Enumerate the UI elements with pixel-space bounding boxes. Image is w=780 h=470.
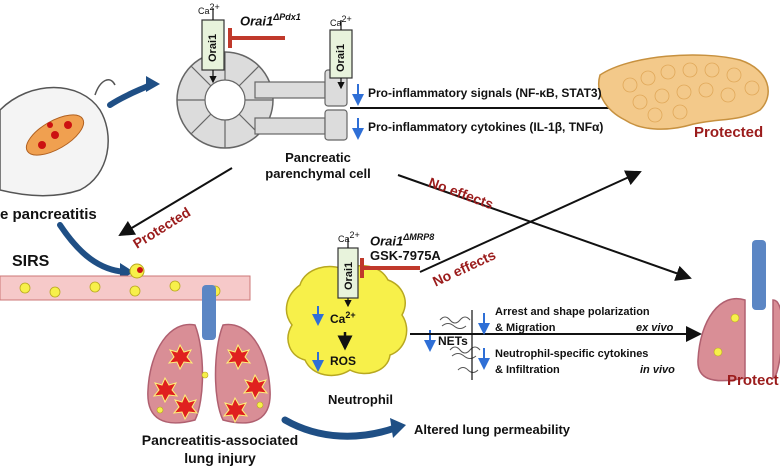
arrest-label-line1: Arrest and shape polarization bbox=[495, 306, 650, 318]
arrest-label-line2: & Migration bbox=[495, 322, 556, 334]
protected-label-pancreas: Protected bbox=[694, 124, 764, 141]
acinar-cell-cluster bbox=[176, 51, 274, 149]
in-vivo-label: in vivo bbox=[640, 364, 675, 376]
ca-ion-label-duct: Ca2+ bbox=[330, 14, 352, 28]
ca-label-neutrophil: Ca2+ bbox=[330, 310, 356, 326]
lung-injury-label-line1: Pancreatitis-associated bbox=[141, 432, 299, 448]
mouse-illustration bbox=[0, 79, 116, 197]
parenchymal-line2: parenchymal cell bbox=[265, 166, 371, 181]
orai1-pdx1-label: Orai1ΔPdx1 bbox=[240, 12, 301, 29]
inhibition-marker-pdx1 bbox=[228, 28, 285, 48]
pancreas-organ bbox=[598, 54, 769, 130]
lungs-protected bbox=[697, 240, 780, 382]
neutrophil-label: Neutrophil bbox=[328, 392, 393, 407]
lung-injury-label-line2: lung injury bbox=[184, 450, 256, 466]
gsk-label: GSK-7975A bbox=[370, 248, 441, 263]
protected-label-lung: Protect bbox=[727, 372, 779, 389]
arrow-protected-left bbox=[118, 167, 233, 237]
parenchymal-line1: Pancreatic bbox=[285, 150, 351, 165]
sirs-label: SIRS bbox=[12, 253, 50, 270]
arrow-no-effects-1 bbox=[397, 174, 692, 281]
arrow-no-effects-2 bbox=[419, 170, 642, 273]
neutrophil-cell bbox=[285, 264, 408, 377]
ros-label: ROS bbox=[330, 354, 357, 368]
swoosh-arrow-to-sirs bbox=[57, 222, 128, 275]
nets-strands bbox=[439, 316, 481, 373]
orai1-channel-neutrophil bbox=[337, 238, 359, 308]
ex-vivo-label: ex vivo bbox=[636, 322, 674, 334]
cyto-label-line1: Neutrophil-specific cytokines bbox=[495, 348, 649, 360]
pancreatitis-label: e pancreatitis bbox=[0, 206, 97, 223]
orai1-channel-top bbox=[201, 8, 225, 84]
orai1-box-label-duct: Orai1 bbox=[335, 43, 347, 72]
orai1-box-label-top: Orai1 bbox=[207, 33, 219, 62]
orai1-box-label-neutrophil: Orai1 bbox=[343, 261, 355, 290]
pro-signals-label: Pro-inflammatory signals (NF-κB, STAT3) bbox=[368, 86, 602, 100]
lungs-injured bbox=[147, 285, 271, 424]
swoosh-arrow-permeability bbox=[281, 416, 399, 440]
cyto-label-line2: & Infiltration bbox=[495, 364, 560, 376]
inhibition-marker-mrp8 bbox=[360, 258, 420, 278]
ca-ion-label-neutrophil: Ca2+ bbox=[338, 230, 360, 244]
orai1-channel-duct bbox=[329, 20, 353, 90]
nets-label: NETs bbox=[438, 334, 468, 348]
pro-cytokines-label: Pro-inflammatory cytokines (IL-1β, TNFα) bbox=[368, 120, 604, 134]
parenchymal-duct bbox=[254, 69, 348, 141]
orai1-mrp8-label: Orai1ΔMRP8 bbox=[370, 232, 435, 249]
permeability-label: Altered lung permeability bbox=[414, 422, 571, 437]
swoosh-arrow-to-cell bbox=[107, 82, 153, 108]
ca-ion-label-top: Ca2+ bbox=[198, 2, 220, 16]
